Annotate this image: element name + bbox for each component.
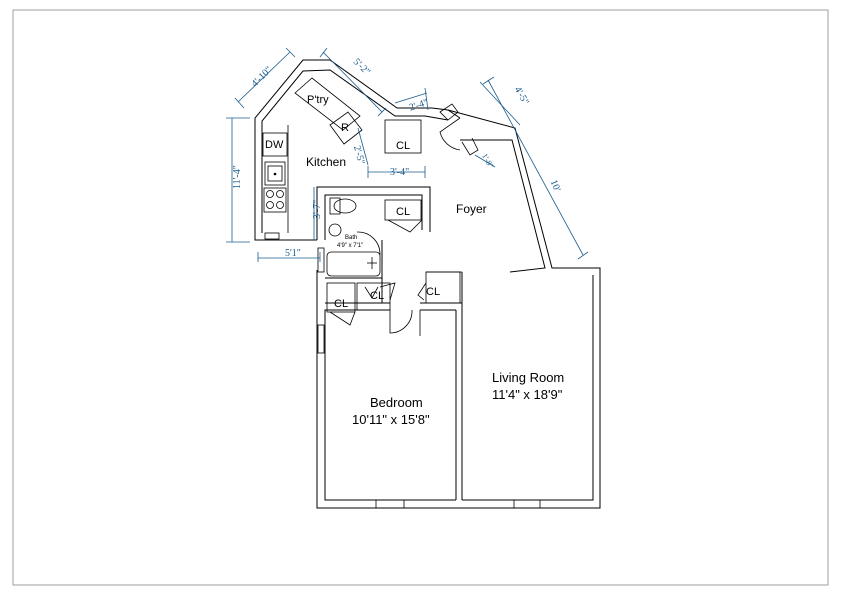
room-labels: DW P'try R CL CL CL CL CL Kitchen Foyer … <box>265 94 564 427</box>
bedroom-size: 10'11" x 15'8" <box>352 412 430 427</box>
dimension-lines <box>226 47 589 262</box>
closet-label-3: CL <box>334 298 348 310</box>
kitchen-label: Kitchen <box>306 155 346 169</box>
doors <box>329 103 479 336</box>
dim-3-4: 3'-4" <box>390 167 409 178</box>
bath-label: Bath <box>345 235 357 241</box>
dw-label: DW <box>265 139 284 151</box>
living-room-size: 11'4" x 18'9" <box>492 387 563 402</box>
dim-10: 10' <box>548 178 563 193</box>
dim-3-7: 3'-7" <box>312 200 323 219</box>
dim-5-1: 5'1" <box>285 248 301 259</box>
living-room-label: Living Room <box>492 370 564 385</box>
dim-2-5: 2'-5" <box>351 144 367 165</box>
foyer-label: Foyer <box>456 202 487 216</box>
bath-size: 4'9" x 7'1" <box>337 243 363 249</box>
dim-11-4: 11'-4" <box>232 165 243 189</box>
refrigerator-label: R <box>341 122 349 134</box>
bedroom-label: Bedroom <box>370 395 423 410</box>
closet-label-4: CL <box>370 290 384 302</box>
closet-label-2: CL <box>396 206 410 218</box>
pantry-label: P'try <box>307 94 329 106</box>
closet-label-1: CL <box>396 140 410 152</box>
closet-label-5: CL <box>426 286 440 298</box>
fixtures <box>262 77 541 509</box>
